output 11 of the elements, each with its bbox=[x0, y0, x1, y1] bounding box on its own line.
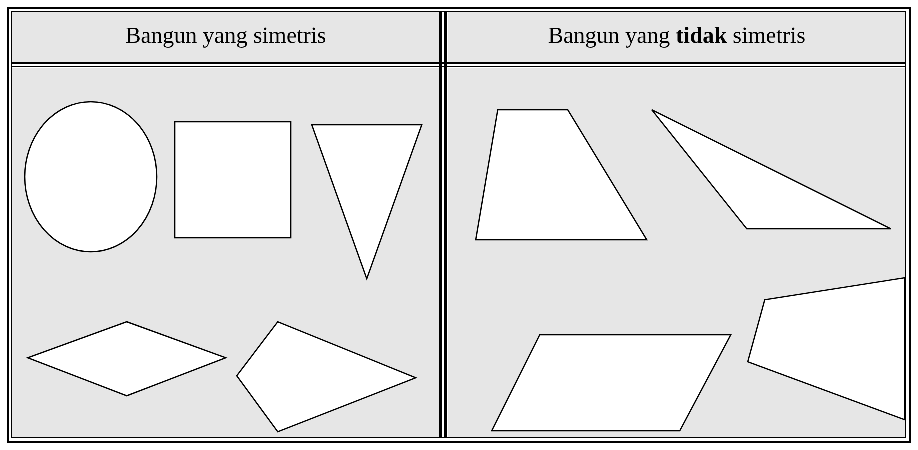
rhombus-shape bbox=[26, 321, 228, 397]
column-header: Bangun yang tidak simetris bbox=[548, 23, 806, 49]
ellipse-shape bbox=[24, 101, 158, 253]
column-header: Bangun yang simetris bbox=[126, 23, 326, 49]
parallelogram-shape bbox=[490, 334, 732, 432]
triangle-shape bbox=[311, 124, 423, 281]
square-shape bbox=[174, 121, 292, 239]
kite-shape bbox=[236, 321, 418, 433]
quadrilateral-shape bbox=[747, 277, 906, 421]
triangle-shape bbox=[651, 109, 892, 230]
trapezoid-shape bbox=[475, 109, 648, 241]
